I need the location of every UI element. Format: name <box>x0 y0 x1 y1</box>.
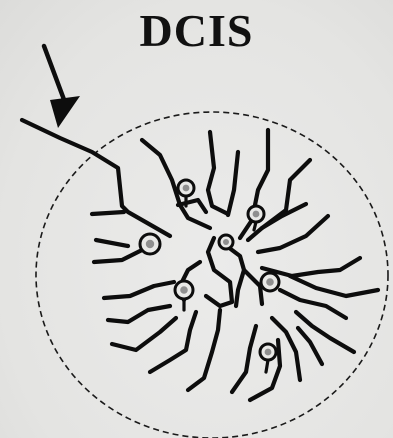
calcification-node <box>260 344 276 372</box>
calcification-node <box>140 234 160 254</box>
calcification-node <box>219 235 233 249</box>
pointer-arrow <box>44 46 80 128</box>
branching-vessels <box>22 120 378 400</box>
calcification-nodes <box>140 180 279 372</box>
calcification-node <box>175 281 193 310</box>
calcification-node <box>261 273 279 291</box>
